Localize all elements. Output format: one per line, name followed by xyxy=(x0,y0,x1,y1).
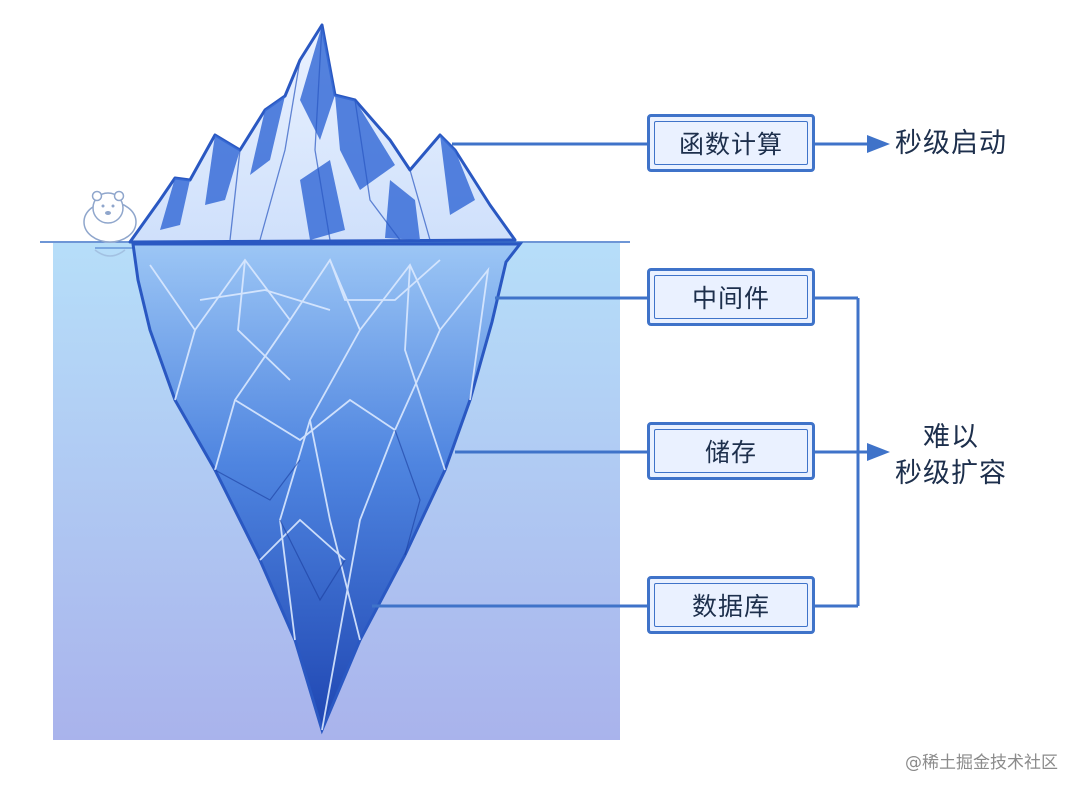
box-middleware-label: 中间件 xyxy=(691,284,770,313)
box-database: 数据库 xyxy=(647,576,815,634)
result-fast-start: 秒级启动 xyxy=(895,126,1007,162)
result-hard-scale-line2: 秒级扩容 xyxy=(895,458,1007,489)
connector-lines xyxy=(372,142,868,608)
iceberg-underwater xyxy=(131,242,524,735)
result-hard-scale-line1: 难以 xyxy=(923,422,979,453)
polar-bear-icon xyxy=(83,190,137,257)
box-serverless-label: 函数计算 xyxy=(678,130,783,159)
box-middleware: 中间件 xyxy=(647,268,815,326)
arrow-right-icon xyxy=(867,135,890,153)
box-serverless: 函数计算 xyxy=(647,114,815,172)
result-hard-scale: 难以 秒级扩容 xyxy=(895,420,1007,492)
box-database-label: 数据库 xyxy=(691,592,770,621)
box-storage-label: 储存 xyxy=(704,438,757,467)
box-storage: 储存 xyxy=(647,422,815,480)
watermark: @稀土掘金技术社区 xyxy=(905,753,1058,773)
iceberg-peaks xyxy=(128,23,517,244)
result-fast-start-text: 秒级启动 xyxy=(895,128,1007,159)
arrow-right-icon xyxy=(867,443,890,461)
arrow-heads xyxy=(867,135,890,461)
